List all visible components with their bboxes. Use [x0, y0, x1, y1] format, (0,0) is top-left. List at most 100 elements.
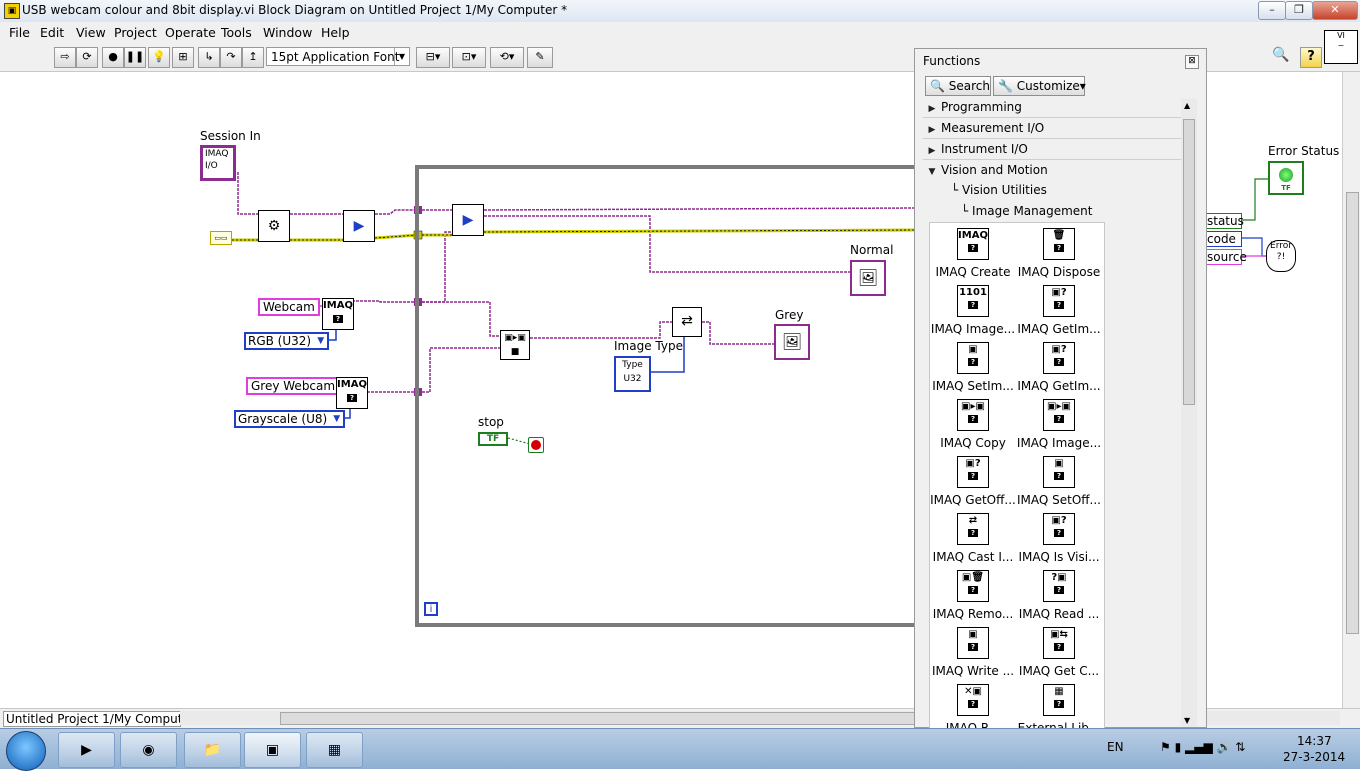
abort-icon[interactable]: ●: [102, 47, 124, 68]
palette-icon-glyph: ▣▸▣: [1047, 401, 1071, 412]
scroll-down-icon[interactable]: ▼: [1184, 716, 1191, 725]
imaq-copy-node[interactable]: ▣▸▣■: [500, 330, 530, 360]
imaq-create-grey-node[interactable]: IMAQ?: [336, 377, 368, 409]
language-indicator[interactable]: EN: [1107, 740, 1124, 754]
palette-item[interactable]: ▣?IMAQ Write ...: [930, 622, 1016, 679]
palette-pin-icon[interactable]: ⊠: [1185, 55, 1199, 69]
run-arrow-icon[interactable]: ⇨: [54, 47, 76, 68]
image-type-control[interactable]: Type U32: [614, 356, 651, 392]
imaqdx-configure-grab-node[interactable]: ⚙: [258, 210, 290, 242]
palette-item[interactable]: ▣??IMAQ GetOff...: [930, 451, 1016, 508]
menu-file[interactable]: File: [9, 25, 30, 40]
subpalette-vision-utilities[interactable]: └ Vision Utilities: [951, 183, 1047, 197]
functions-palette[interactable]: Functions ⊠ 🔍 Search 🔧 Customize▾ ▶Progr…: [914, 48, 1207, 731]
imaqdx-grab-node[interactable]: ▶: [452, 204, 484, 236]
palette-item[interactable]: ▣??IMAQ GetIm...: [1016, 337, 1102, 394]
unbundle-code-field[interactable]: code: [1206, 231, 1242, 247]
vi-icon[interactable]: VI~: [1324, 30, 1358, 64]
palette-item[interactable]: IMAQ?IMAQ Create: [930, 223, 1016, 280]
menu-view[interactable]: View: [76, 25, 106, 40]
cleanup-diagram-icon[interactable]: ✎: [527, 47, 553, 68]
rgb-u32-enum[interactable]: RGB (U32)▼: [244, 332, 330, 350]
clock-time[interactable]: 14:37: [1297, 734, 1332, 748]
grey-image-display[interactable]: 🖼: [774, 324, 810, 360]
palette-item[interactable]: ?▣?IMAQ Read ...: [1016, 565, 1102, 622]
scrollbar-thumb[interactable]: [280, 712, 922, 725]
palette-item[interactable]: 🗑?IMAQ Dispose: [1016, 223, 1102, 280]
scrollbar-thumb[interactable]: [1183, 119, 1195, 405]
search-icon[interactable]: 🔍: [1272, 47, 1290, 63]
category-vision-and-motion[interactable]: ▼Vision and Motion: [923, 160, 1181, 180]
grayscale-u8-enum[interactable]: Grayscale (U8)▼: [234, 410, 346, 428]
palette-item[interactable]: ▣▸▣?IMAQ Copy: [930, 394, 1016, 451]
unbundle-status-field[interactable]: status: [1206, 213, 1244, 229]
palette-item[interactable]: ▣?IMAQ SetOff...: [1016, 451, 1102, 508]
diagram-vertical-scrollbar[interactable]: [1342, 72, 1360, 708]
error-in-cluster[interactable]: ▭▭: [210, 231, 232, 245]
menu-project[interactable]: Project: [114, 25, 157, 40]
start-button[interactable]: [6, 731, 46, 771]
minimize-button[interactable]: –: [1258, 1, 1286, 20]
palette-customize-button[interactable]: 🔧 Customize▾: [993, 76, 1086, 96]
taskbar-labview-icon[interactable]: ▣: [244, 732, 301, 768]
imaq-create-webcam-node[interactable]: IMAQ?: [322, 298, 354, 330]
menu-edit[interactable]: Edit: [40, 25, 65, 40]
normal-image-display[interactable]: 🖼: [850, 260, 886, 296]
palette-scrollbar[interactable]: ▲ ▼: [1181, 99, 1197, 727]
menu-window[interactable]: Window: [263, 25, 313, 40]
webcam-string-constant[interactable]: Webcam: [258, 298, 320, 316]
unbundle-source-field[interactable]: source: [1206, 249, 1247, 265]
loop-condition-terminal[interactable]: [528, 437, 544, 453]
palette-item[interactable]: 1101?IMAQ Image...: [930, 280, 1016, 337]
step-out-icon[interactable]: ↥: [242, 47, 264, 68]
maximize-button[interactable]: ❐: [1285, 1, 1313, 20]
taskbar-chrome-icon[interactable]: ◉: [120, 732, 177, 768]
imaq-cast-image-node[interactable]: ⇄: [672, 307, 702, 337]
pause-icon[interactable]: ❚❚: [124, 47, 146, 68]
clock-date[interactable]: 27-3-2014: [1283, 750, 1346, 764]
subpalette-image-management[interactable]: └ Image Management: [961, 204, 1093, 218]
session-in-terminal[interactable]: IMAQ I/O: [200, 145, 236, 181]
palette-search-button[interactable]: 🔍 Search: [925, 76, 991, 96]
palette-item[interactable]: ▣⇆?IMAQ Get C...: [1016, 622, 1102, 679]
tray-icons[interactable]: ⚑ ▮ ▂▄▆ 🔊 ⇅: [1160, 740, 1246, 754]
scrollbar-thumb[interactable]: [1346, 192, 1359, 634]
grey-webcam-string-constant[interactable]: Grey Webcam: [246, 377, 341, 395]
while-loop[interactable]: [415, 165, 935, 627]
font-select[interactable]: 15pt Application Font ▼: [266, 47, 410, 66]
error-status-indicator[interactable]: TF: [1268, 161, 1304, 195]
stop-button-terminal[interactable]: TF: [478, 432, 508, 446]
taskbar-explorer-icon[interactable]: 📁: [184, 732, 241, 768]
menu-tools[interactable]: Tools: [221, 25, 252, 40]
palette-item[interactable]: ▣🗑?IMAQ Remo...: [930, 565, 1016, 622]
palette-item[interactable]: ⇄?IMAQ Cast I...: [930, 508, 1016, 565]
simple-error-handler-node[interactable]: Error ?!: [1266, 240, 1296, 272]
palette-item[interactable]: ▣??IMAQ GetIm...: [1016, 280, 1102, 337]
align-objects-icon[interactable]: ⊟▾: [416, 47, 450, 68]
menu-help[interactable]: Help: [321, 25, 350, 40]
close-button[interactable]: ✕: [1312, 1, 1358, 20]
highlight-execution-icon[interactable]: 💡: [148, 47, 170, 68]
palette-item[interactable]: ▣▸▣?IMAQ Image...: [1016, 394, 1102, 451]
palette-item[interactable]: ▣?IMAQ SetIm...: [930, 337, 1016, 394]
window-title: USB webcam colour and 8bit display.vi Bl…: [22, 3, 568, 17]
retain-wire-values-icon[interactable]: ⊞: [172, 47, 194, 68]
step-into-icon[interactable]: ↳: [198, 47, 220, 68]
iteration-terminal[interactable]: i: [424, 602, 438, 616]
category-programming[interactable]: ▶Programming: [923, 97, 1181, 118]
palette-item[interactable]: ▦?External Lib...: [1016, 679, 1102, 730]
step-over-icon[interactable]: ↷: [220, 47, 242, 68]
taskbar-media-player-icon[interactable]: ▶: [58, 732, 115, 768]
menu-operate[interactable]: Operate: [165, 25, 216, 40]
context-help-button[interactable]: ?: [1300, 47, 1322, 68]
scroll-up-icon[interactable]: ▲: [1184, 101, 1191, 110]
category-instrument-io[interactable]: ▶Instrument I/O: [923, 139, 1181, 160]
palette-item[interactable]: ▣??IMAQ Is Visi...: [1016, 508, 1102, 565]
reorder-icon[interactable]: ⟲▾: [490, 47, 524, 68]
taskbar-winrar-icon[interactable]: ▦: [306, 732, 363, 768]
run-continuously-icon[interactable]: ⟳: [76, 47, 98, 68]
category-measurement-io[interactable]: ▶Measurement I/O: [923, 118, 1181, 139]
distribute-objects-icon[interactable]: ⊡▾: [452, 47, 486, 68]
palette-item[interactable]: ✕▣?IMAQ R...: [930, 679, 1016, 730]
imaqdx-start-node[interactable]: ▶: [343, 210, 375, 242]
